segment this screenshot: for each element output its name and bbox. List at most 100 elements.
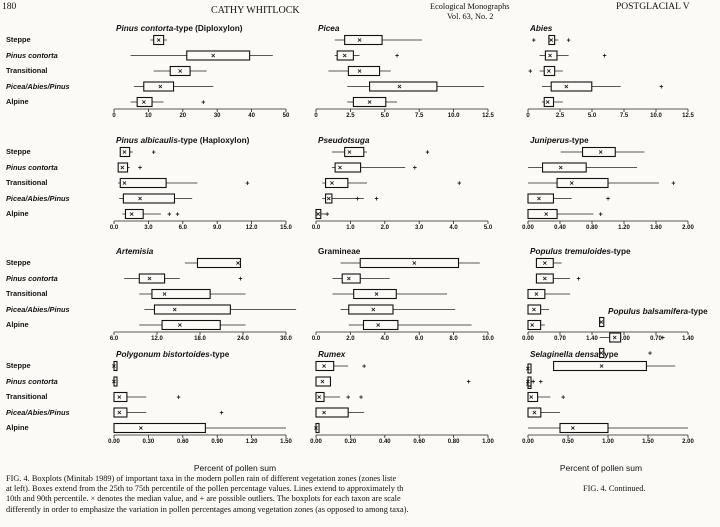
- chart-title: Abies: [530, 24, 552, 33]
- box: [559, 422, 609, 434]
- zone-label: Steppe: [6, 35, 31, 44]
- median-marker: ×: [549, 36, 554, 45]
- median-marker: ×: [526, 377, 531, 386]
- tick-label: 0.90: [211, 439, 224, 445]
- tick-label: 12.5: [482, 113, 494, 119]
- outlier-marker: +: [201, 100, 205, 107]
- median-marker: ×: [322, 408, 327, 417]
- outlier-marker: +: [374, 196, 378, 203]
- box: [186, 50, 251, 61]
- chart-title: Juniperus-type: [530, 136, 589, 145]
- zone-label: Alpine: [6, 209, 29, 218]
- tick-label: 5.0: [587, 113, 597, 119]
- chart-title-suffix: -type: [598, 350, 619, 359]
- chart-title-taxon: Populus tremuloides: [530, 247, 611, 256]
- tick-label: 1.40: [682, 336, 694, 342]
- chart-title-taxon: Artemisia: [116, 247, 154, 256]
- median-marker: ×: [316, 210, 321, 219]
- median-marker: ×: [122, 148, 127, 157]
- chart-title-taxon: Pseudotsuga: [318, 136, 370, 145]
- median-marker: ×: [122, 179, 127, 188]
- chart-title: Rumex: [318, 350, 345, 359]
- chart-title-taxon: Populus balsamifera: [608, 307, 689, 316]
- median-marker: ×: [599, 362, 604, 371]
- median-marker: ×: [147, 274, 152, 283]
- box: [527, 319, 542, 331]
- chart-title-suffix: -type: [209, 350, 230, 359]
- outlier-marker: +: [661, 335, 665, 342]
- chart-title: Populus tremuloides-type: [530, 247, 631, 256]
- box: [315, 407, 349, 418]
- tick-label: 4.0: [449, 225, 458, 231]
- tick-label: 1.50: [280, 439, 292, 445]
- outlier-marker: +: [325, 212, 329, 219]
- zone-label: Transitional: [6, 178, 48, 187]
- box: [138, 273, 166, 284]
- median-marker: ×: [347, 274, 352, 283]
- median-marker: ×: [532, 408, 537, 417]
- tick-label: 0: [112, 113, 116, 119]
- zone-label: Steppe: [6, 361, 31, 370]
- caption-line: FIG. 4. Boxplots (Minitab 1989) of impor…: [6, 474, 397, 483]
- median-marker: ×: [138, 194, 143, 203]
- box: [553, 360, 647, 372]
- median-marker: ×: [357, 67, 362, 76]
- chart-title-taxon: Pinus contorta: [116, 24, 174, 33]
- median-marker: ×: [314, 424, 319, 433]
- box: [169, 65, 191, 77]
- median-marker: ×: [117, 408, 122, 417]
- tick-label: 2.00: [682, 225, 694, 231]
- zone-label: Steppe: [6, 258, 31, 267]
- tick-label: 6.0: [415, 336, 424, 342]
- box: [161, 319, 221, 331]
- median-marker: ×: [559, 163, 564, 172]
- median-marker: ×: [529, 393, 534, 402]
- chart-title: Selaginella densa-type: [530, 350, 618, 359]
- outlier-marker: +: [532, 38, 536, 45]
- median-marker: ×: [130, 210, 135, 219]
- box: [325, 177, 349, 189]
- median-marker: ×: [548, 51, 553, 60]
- median-marker: ×: [162, 290, 167, 299]
- figure-caption-continued: FIG. 4. Continued.: [583, 484, 646, 493]
- box: [344, 146, 365, 158]
- tick-label: 24.0: [237, 336, 249, 342]
- box: [196, 257, 242, 269]
- outlier-marker: +: [599, 212, 603, 219]
- box: [124, 208, 144, 220]
- outlier-marker: +: [238, 276, 242, 283]
- outlier-marker: +: [152, 150, 156, 157]
- box: [117, 162, 129, 173]
- running-head-right: POSTGLACIAL V: [616, 2, 690, 12]
- tick-label: 2.5: [555, 113, 565, 119]
- tick-label: 0.40: [554, 225, 566, 231]
- tick-label: 12.0: [245, 225, 258, 231]
- zone-label: Alpine: [6, 320, 29, 329]
- median-marker: ×: [376, 321, 381, 330]
- tick-label: 0.00: [108, 439, 120, 445]
- tick-label: 30: [213, 113, 221, 119]
- chart-title: Gramineae: [318, 247, 360, 256]
- tick-label: 50: [282, 113, 290, 119]
- tick-label: 1.00: [602, 439, 614, 445]
- zone-label: Transitional: [6, 66, 48, 75]
- tick-label: 40: [248, 113, 255, 119]
- box: [348, 304, 394, 315]
- chart-title-suffix: Gramineae: [318, 247, 361, 256]
- box: [550, 81, 593, 92]
- tick-label: 2.5: [346, 113, 355, 119]
- caption-line: at left). Boxes extend from the 25th to …: [6, 484, 404, 494]
- outlier-marker: +: [606, 196, 610, 203]
- tick-label: 0.0: [311, 336, 321, 342]
- chart-title: Populus balsamifera-type: [608, 307, 708, 316]
- chart-title-taxon: Selaginella densa: [530, 350, 599, 359]
- median-marker: ×: [613, 333, 618, 342]
- box: [535, 257, 554, 269]
- chart-title-taxon: Juniperus: [530, 136, 570, 145]
- tick-label: 3.0: [415, 225, 424, 231]
- tick-label: 20: [179, 113, 187, 119]
- outlier-marker: +: [395, 53, 399, 60]
- tick-label: 0.40: [378, 439, 391, 445]
- tick-label: 4.0: [380, 336, 389, 342]
- median-marker: ×: [236, 259, 241, 268]
